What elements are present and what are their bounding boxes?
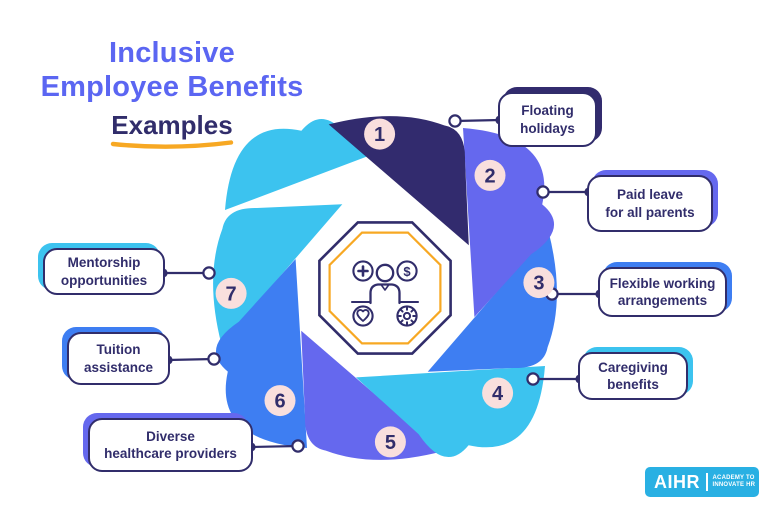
connector-ring (207, 352, 221, 366)
pinwheel-blade-8 (225, 118, 376, 210)
connector-ring (291, 439, 305, 453)
connector-ring (448, 114, 462, 128)
connector-ring (526, 372, 540, 386)
person-collar (380, 283, 390, 291)
connector-2 (536, 185, 594, 199)
emblem-outer-octagon (318, 221, 452, 355)
aihr-logo-text: AIHR (654, 471, 700, 492)
callout-caregiving-benefits: Caregiving benefits (578, 352, 688, 400)
segment-badge-7: 7 (215, 277, 247, 309)
callout-line: healthcare providers (104, 446, 237, 461)
callout-floating-holidays: Floating holidays (498, 92, 597, 147)
connector-1 (448, 114, 505, 128)
aihr-logo-tagline: ACADEMY TO INNOVATE HR (713, 475, 756, 489)
tagline-line: INNOVATE HR (712, 482, 756, 488)
medical-cross-icon (357, 265, 369, 277)
callout-flexible-working: Flexible working arrangements (598, 267, 727, 317)
callout-paid-leave: Paid leave for all parents (587, 175, 713, 232)
dollar-icon: $ (403, 264, 411, 279)
connector-ring (202, 266, 216, 280)
callout-tuition-assistance: Tuition assistance (67, 332, 170, 385)
callout-line: Mentorship (67, 255, 141, 271)
connector-4 (526, 372, 585, 386)
segment-number: 3 (533, 273, 544, 295)
callout-line: Flexible working (609, 275, 716, 291)
dollar-circle (396, 260, 418, 282)
person-with-benefits-icon: $ (350, 260, 420, 327)
segment-number: 2 (484, 165, 495, 187)
segment-number: 5 (385, 432, 396, 454)
person-head (375, 263, 395, 283)
emblem-inner-octagon (328, 231, 442, 345)
callout-line: Paid leave (616, 187, 684, 203)
tagline-line: ACADEMY TO (712, 475, 755, 481)
callout-line: benefits (607, 377, 659, 392)
connector-6 (163, 352, 221, 366)
pinwheel-blade-5 (301, 330, 442, 460)
logo-divider (706, 473, 708, 491)
callout-line: holidays (520, 120, 575, 136)
connector-7 (158, 266, 216, 280)
heart-icon (356, 309, 370, 322)
segment-number: 7 (226, 283, 237, 305)
heart-circle (352, 305, 374, 327)
segment-number: 1 (374, 124, 385, 146)
callout-line: opportunities (60, 272, 148, 288)
segment-badge-5: 5 (374, 426, 406, 458)
title-line-1: Inclusive (109, 37, 235, 69)
callout-line: arrangements (617, 293, 708, 308)
segment-badge-1: 1 (364, 118, 396, 150)
title-examples: Examples (111, 110, 233, 140)
segment-number: 4 (492, 383, 504, 405)
callout-diverse-healthcare: Diverse healthcare providers (88, 418, 253, 472)
callout-line: Tuition (96, 342, 141, 358)
connector-ring (536, 185, 550, 199)
segment-number: 6 (274, 391, 285, 413)
callout-line: for all parents (605, 204, 695, 220)
segment-badge-6: 6 (264, 385, 296, 417)
callout-line: Floating (521, 103, 574, 119)
pinwheel-blade-7 (213, 204, 343, 345)
segment-badge-3: 3 (523, 267, 555, 299)
pinwheel-blade-3 (427, 231, 557, 372)
segment-badge-2: 2 (474, 159, 506, 191)
title-line-2: Employee Benefits (40, 71, 304, 103)
callout-line: Diverse (146, 428, 195, 444)
connector-3 (545, 287, 605, 301)
person-body (369, 283, 401, 305)
callout-mentorship: Mentorship opportunities (43, 248, 165, 295)
orange-underline (110, 140, 234, 149)
gear-icon (397, 306, 417, 326)
callout-line: assistance (83, 359, 154, 375)
segment-badge-4: 4 (482, 377, 514, 409)
aihr-logo: AIHR ACADEMY TO INNOVATE HR (645, 467, 759, 497)
pinwheel-blade-1 (328, 116, 469, 246)
center-emblem: $ (318, 221, 452, 355)
page-title: Inclusive Employee Benefits Examples (22, 36, 322, 151)
callout-line: Caregiving (598, 359, 668, 375)
